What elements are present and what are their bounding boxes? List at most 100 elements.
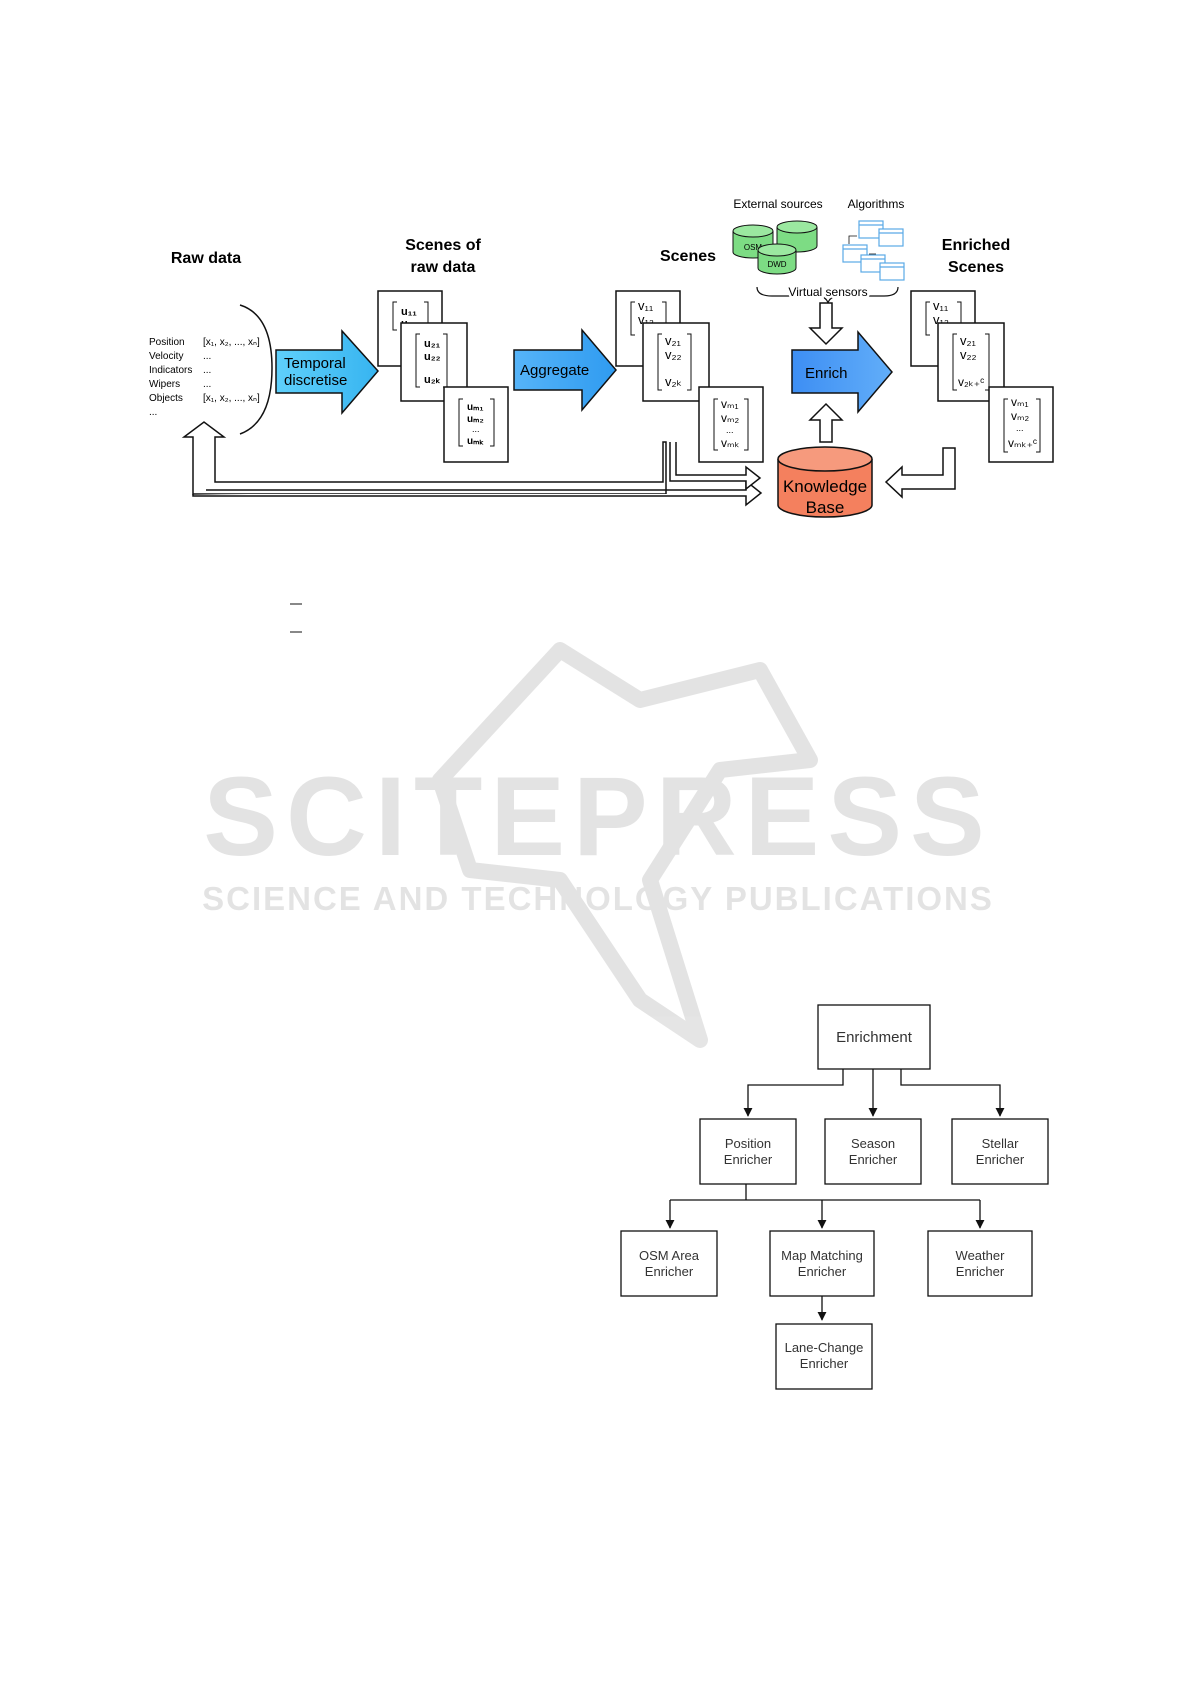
watermark-book-icon [432,642,818,1048]
knowledge-base-label-line1: Knowledge [783,477,867,496]
aggregate-label: Aggregate [520,362,589,379]
scene-3-entry: vₘ₁ [721,397,739,411]
aggregate-arrow: Aggregate [513,327,617,413]
raw-scene-3: uₘ₁ uₘ₂ ... uₘₖ [443,386,509,463]
enriched-scene-3-entry: vₘₖ₊ᶜ [1008,436,1037,450]
knowledge-base-label-line2: Base [806,498,845,517]
raw-scene-2-entry: u₂ₖ [424,374,441,386]
heading-scenes-of-raw-line1: Scenes of [405,237,481,254]
tree-node-position-enricher [699,1118,797,1185]
heading-raw-data: Raw data [171,250,241,267]
scene-2-entry: v₂ₖ [665,374,682,389]
external-sources-label: External sources [733,197,822,211]
scenes-to-raw-feedback-arrow [181,421,667,495]
tree-node-label: Enricher [798,1264,847,1279]
tree-node-label: Position [725,1136,771,1151]
raw-scene-2-entry: u₂₁ [424,338,441,350]
tree-node-label: Stellar [982,1136,1020,1151]
enriched-scene-1-entry: v₁₁ [933,298,949,313]
temporal-discretise-arrow: Temporal discretise [275,329,379,416]
enrich-label: Enrich [805,365,848,382]
watermark: SCITEPRESS SCIENCE AND TECHNOLOGY PUBLIC… [202,642,994,1048]
watermark-subtitle: SCIENCE AND TECHNOLOGY PUBLICATIONS [202,880,994,917]
tree-node-enrichment [817,1004,931,1070]
algorithm-windows-icon [842,220,905,281]
raw-scene-2-entry: u₂₂ [424,351,441,363]
scene-2-entry: v₂₂ [665,347,682,362]
enriched-scene-2-entry: v₂₂ [960,347,977,362]
enriched-scene-2-entry: v₂ₖ₊ᶜ [958,375,984,389]
tree-node-map-matching-enricher [769,1230,875,1297]
raw-row-label: Velocity [149,351,183,362]
heading-enriched-line1: Enriched [942,237,1010,254]
enriched-scene-3: vₘ₁ vₘ₂ ... vₘₖ₊ᶜ [988,386,1054,463]
tree-connectors [665,1069,1005,1321]
scene-2: v₂₁ v₂₂ v₂ₖ [642,322,710,402]
enriched-scene-2-entry: v₂₁ [960,333,977,348]
watermark-title: SCITEPRESS [203,754,993,879]
enrichment-tree: Enrichment Position Enricher Season Enri… [620,1004,1049,1390]
raw-scene-3-entry: uₘₖ [467,436,484,447]
raw-to-knowledge-arrow [193,484,762,504]
raw-row-value: [x₁, x₂, ..., xₙ] [203,393,260,404]
enriched-scene-3-entry: ... [1016,423,1024,433]
raw-row-value: ... [203,379,211,390]
temporal-label-line2: discretise [284,372,347,389]
raw-row-value: ... [203,365,211,376]
raw-row-label: Wipers [149,379,180,390]
tree-node-season-enricher [824,1118,922,1185]
tree-node-label: Lane-Change [785,1340,864,1355]
raw-data-brace [239,304,273,435]
tree-node-label: OSM Area [639,1248,700,1263]
heading-enriched-line2: Scenes [948,259,1004,276]
sensors-to-enrich-arrow [808,302,844,346]
raw-row-value: [x₁, x₂, ..., xₙ] [203,337,260,348]
enriched-to-knowledge-arrow [884,447,956,499]
scene-3-entry: ... [726,425,734,435]
enriched-scene-3-entry: vₘ₁ [1011,395,1029,409]
tree-node-lane-change-enricher [775,1323,873,1390]
tree-node-label: Season [851,1136,895,1151]
enrich-arrow: Enrich [791,329,893,415]
database-dwd-icon: DWD [757,243,797,275]
tree-node-label: Enricher [849,1152,898,1167]
heading-scenes-of-raw-line2: raw data [411,259,476,276]
scene-3-entry: vₘ₂ [721,411,739,425]
tree-node-weather-enricher [927,1230,1033,1297]
raw-row-label: Indicators [149,365,192,376]
raw-scene-1-entry: u₁₁ [401,306,417,318]
raw-scene-3-entry: uₘ₂ [467,414,484,425]
tree-node-osm-area-enricher [620,1230,718,1297]
scene-3-entry: vₘₖ [721,436,740,450]
tree-node-stellar-enricher [951,1118,1049,1185]
heading-scenes: Scenes [660,248,716,265]
tree-node-label: Enricher [956,1264,1005,1279]
raw-row-label: ... [149,407,157,418]
knowledge-base-cylinder: Knowledge Base [777,446,873,518]
scene-2-entry: v₂₁ [665,333,682,348]
tree-node-label: Map Matching [781,1248,863,1263]
scene-to-knowledge-arrow [669,442,762,491]
raw-scene-3-entry: ... [472,424,480,434]
raw-row-value: ... [203,351,211,362]
enriched-scene-3-entry: vₘ₂ [1011,409,1029,423]
tree-node-label: Weather [956,1248,1006,1263]
temporal-label-line1: Temporal [284,355,346,372]
tree-node-label: Enricher [976,1152,1025,1167]
raw-scene-3-entry: uₘ₁ [467,402,483,413]
raw-row-label: Objects [149,393,183,404]
virtual-sensors-label: Virtual sensors [788,285,867,299]
dwd-label: DWD [767,260,786,269]
tree-node-enrichment-label: Enrichment [836,1029,913,1046]
tree-node-label: Enricher [724,1152,773,1167]
raw-row-label: Position [149,337,185,348]
raw-data-list: Position [x₁, x₂, ..., xₙ] Velocity ... … [149,337,260,418]
algorithms-label: Algorithms [848,197,905,211]
osm-label: OSM [744,243,763,252]
scene-3: vₘ₁ vₘ₂ ... vₘₖ [698,386,764,463]
knowledge-to-enrich-arrow [808,402,844,443]
tree-node-label: Enricher [645,1264,694,1279]
scene-1-entry: v₁₁ [638,298,654,313]
tree-node-label: Enricher [800,1356,849,1371]
